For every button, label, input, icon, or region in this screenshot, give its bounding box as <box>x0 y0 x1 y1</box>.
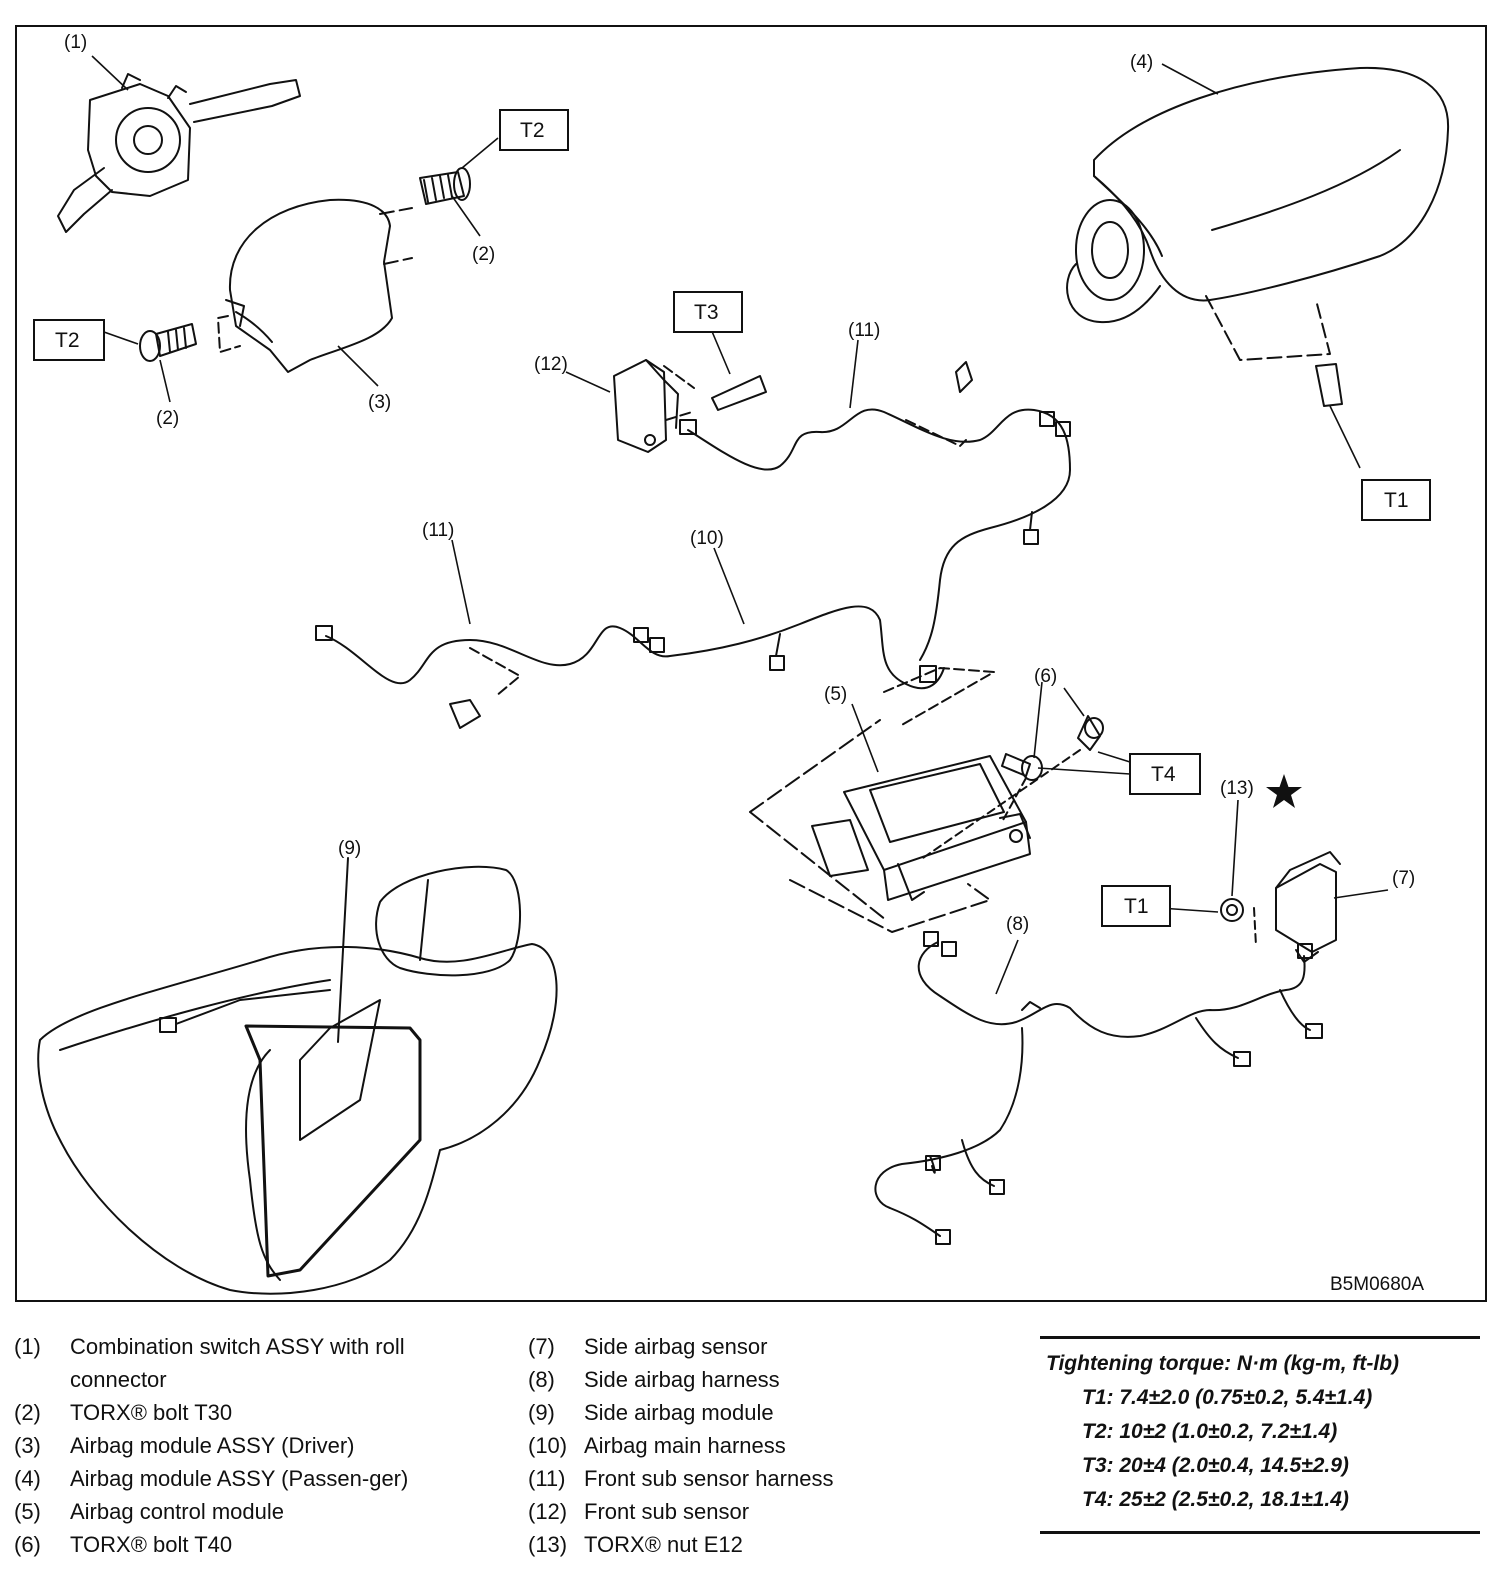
torque-label-t1-top: T1 <box>1384 489 1409 512</box>
torx-bolt-top-part <box>419 167 471 205</box>
callout-11-upper: (11) <box>848 320 880 341</box>
legend-number: (12) <box>528 1499 568 1524</box>
torque-spec-t1: T1: 7.4±2.0 (0.75±0.2, 5.4±1.4) <box>1082 1386 1373 1409</box>
torque-label-t3: T3 <box>694 301 719 324</box>
legend-text: Side airbag module <box>584 1400 774 1425</box>
torque-box-t4 <box>1129 753 1201 795</box>
legend-number: (13) <box>528 1532 568 1557</box>
parts-legend-left: (1) Combination switch ASSY with roll con… <box>14 1330 474 1561</box>
diagram-frame <box>15 25 1487 1302</box>
callout-3: (3) <box>368 392 391 413</box>
callout-10: (10) <box>690 528 724 549</box>
torque-box-t3 <box>673 291 743 333</box>
callout-8: (8) <box>1006 914 1029 935</box>
tightening-torque-table: Tightening torque: N·m (kg-m, ft-lb) T1:… <box>1040 1336 1480 1534</box>
legend-item: (11) Front sub sensor harness <box>528 1462 928 1495</box>
legend-item: (6) TORX® bolt T40 <box>14 1528 474 1561</box>
legend-text: Airbag control module <box>70 1499 285 1524</box>
torque-label-t1-bottom: T1 <box>1124 895 1149 918</box>
legend-number: (6) <box>14 1532 41 1557</box>
star-icon <box>1266 774 1302 808</box>
legend-text: TORX® nut E12 <box>584 1532 743 1557</box>
legend-text: Front sub sensor <box>584 1499 750 1524</box>
front-sub-sensor-harness-upper <box>679 361 1071 661</box>
callout-4: (4) <box>1130 52 1153 73</box>
front-sub-sensor-left-part <box>613 359 767 453</box>
legend-text: Airbag module ASSY (Passen-ger) <box>70 1466 409 1491</box>
torque-box-t2-top <box>499 109 569 151</box>
combination-switch-part <box>57 73 301 233</box>
legend-item: (1) Combination switch ASSY with roll con… <box>14 1330 474 1396</box>
legend-text: Side airbag sensor <box>584 1334 768 1359</box>
torque-label-t2-left: T2 <box>55 329 80 352</box>
callout-11-lower: (11) <box>422 520 454 541</box>
legend-item: (7) Side airbag sensor <box>528 1330 928 1363</box>
side-airbag-harness-part <box>874 931 1323 1245</box>
callout-6: (6) <box>1034 666 1057 687</box>
legend-text: Side airbag harness <box>584 1367 780 1392</box>
parts-legend-right: (7) Side airbag sensor (8) Side airbag har… <box>528 1330 928 1561</box>
driver-airbag-part <box>217 198 413 373</box>
callout-7: (7) <box>1392 868 1415 889</box>
airbag-control-module-part <box>749 719 1031 933</box>
legend-item: (5) Airbag control module <box>14 1495 474 1528</box>
torque-box-t1-top <box>1361 479 1431 521</box>
callout-13: (13) <box>1220 778 1254 799</box>
legend-number: (8) <box>528 1367 555 1392</box>
figure-code: B5M0680A <box>1330 1274 1424 1295</box>
legend-text: TORX® bolt T40 <box>70 1532 233 1557</box>
legend-number: (9) <box>528 1400 555 1425</box>
exploded-view-diagram: (1) (2) (2) (3) (4) (5) (6) (7) (8) (9) … <box>15 25 1487 1302</box>
torx-nut-part <box>1220 898 1244 922</box>
legend-text: Airbag main harness <box>584 1433 786 1458</box>
torque-spec-t2: T2: 10±2 (1.0±0.2, 7.2±1.4) <box>1082 1420 1338 1443</box>
torx-bolt-t40-part <box>919 715 1104 861</box>
torque-label-t2-top: T2 <box>520 119 545 142</box>
legend-item: (10) Airbag main harness <box>528 1429 928 1462</box>
legend-text: Combination switch ASSY with roll connec… <box>70 1334 405 1392</box>
torque-box-t1-bottom <box>1101 885 1171 927</box>
legend-number: (3) <box>14 1433 41 1458</box>
legend-item: (4) Airbag module ASSY (Passen-ger) <box>14 1462 474 1495</box>
legend-item: (2) TORX® bolt T30 <box>14 1396 474 1429</box>
passenger-airbag-part <box>1066 66 1450 407</box>
torque-spec-t4: T4: 25±2 (2.5±0.2, 18.1±1.4) <box>1082 1488 1349 1511</box>
callout-2-top: (2) <box>472 244 495 265</box>
torque-table-title: Tightening torque: N·m (kg-m, ft-lb) <box>1046 1352 1400 1375</box>
legend-text: Front sub sensor harness <box>584 1466 834 1491</box>
legend-number: (10) <box>528 1433 568 1458</box>
torque-box-t2-left <box>33 319 105 361</box>
torque-spec-t3: T3: 20±4 (2.0±0.4, 14.5±2.9) <box>1082 1454 1349 1477</box>
legend-item: (3) Airbag module ASSY (Driver) <box>14 1429 474 1462</box>
legend-number: (7) <box>528 1334 555 1359</box>
callout-5: (5) <box>824 684 847 705</box>
torx-bolt-left-part <box>139 323 197 362</box>
legend-item: (13) TORX® nut E12 <box>528 1528 928 1561</box>
torque-label-t4: T4 <box>1151 763 1176 786</box>
seat-with-side-airbag-part <box>37 857 558 1295</box>
callout-1: (1) <box>64 32 87 53</box>
legend-number: (1) <box>14 1334 41 1359</box>
legend-number: (4) <box>14 1466 41 1491</box>
legend-item: (12) Front sub sensor <box>528 1495 928 1528</box>
legend-number: (11) <box>528 1466 566 1491</box>
callout-2-left: (2) <box>156 408 179 429</box>
legend-number: (5) <box>14 1499 41 1524</box>
legend-item: (9) Side airbag module <box>528 1396 928 1429</box>
legend-text: TORX® bolt T30 <box>70 1400 233 1425</box>
legend-text: Airbag module ASSY (Driver) <box>70 1433 355 1458</box>
callout-12: (12) <box>534 354 568 375</box>
legend-number: (2) <box>14 1400 41 1425</box>
legend-item: (8) Side airbag harness <box>528 1363 928 1396</box>
callout-9: (9) <box>338 838 361 859</box>
airbag-main-harness-part <box>315 605 995 729</box>
